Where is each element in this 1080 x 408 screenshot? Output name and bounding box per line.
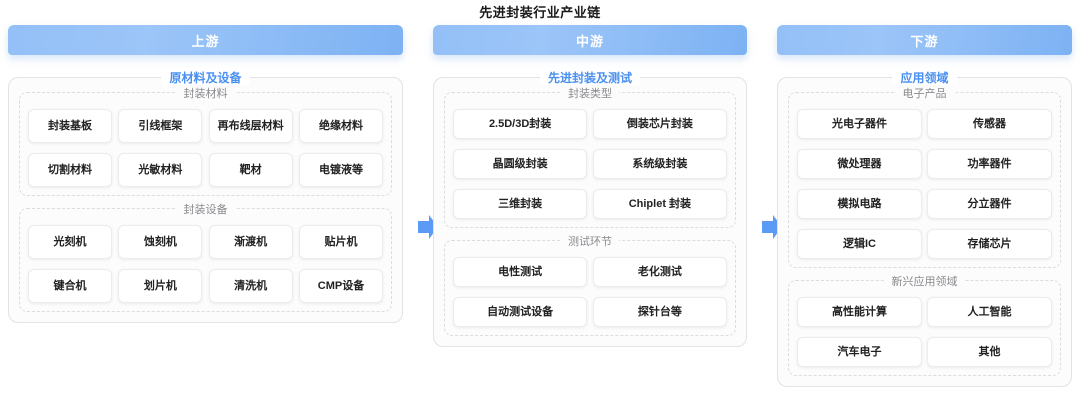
subgroup-emerging-applications: 新兴应用领域高性能计算人工智能汽车电子其他 xyxy=(788,276,1061,376)
card-item[interactable]: 渐渡机 xyxy=(208,225,293,259)
subgroup-title-label: 封装设备 xyxy=(176,204,235,216)
subgroup-title-label: 新兴应用领域 xyxy=(884,276,965,288)
card-item[interactable]: 人工智能 xyxy=(927,297,1052,327)
arrow-midstream-to-downstream xyxy=(755,25,782,405)
page-title: 先进封装行业产业链 xyxy=(479,5,601,20)
card-item[interactable]: 自动测试设备 xyxy=(453,297,588,327)
card-list-testing-stages: 电性测试老化测试自动测试设备探针台等 xyxy=(453,257,727,327)
card-item[interactable]: 靶材 xyxy=(208,153,293,187)
subgroup-packaging-materials: 封装材料封装基板引线框架再布线层材料绝缘材料切割材料光敏材料靶材电镀液等 xyxy=(19,88,392,196)
subgroup-title-label: 封装材料 xyxy=(176,88,235,100)
arrow-upstream-to-midstream xyxy=(411,25,438,405)
card-item[interactable]: 传感器 xyxy=(927,109,1052,139)
card-item[interactable]: 绝缘材料 xyxy=(298,109,383,143)
card-item[interactable]: 光敏材料 xyxy=(118,153,203,187)
column-midstream: 中游先进封装及测试封装类型 2.5D/3D封装倒装芯片封装晶圆级封装系统级封装三维… xyxy=(425,25,755,347)
card-item[interactable]: 切割材料 xyxy=(28,153,112,187)
card-item[interactable]: 电性测试 xyxy=(453,257,588,287)
card-item[interactable]: 划片机 xyxy=(118,269,203,303)
subgroup-title-packaging-types: 封装类型 xyxy=(445,85,735,101)
group-upstream: 原材料及设备封装材料封装基板引线框架再布线层材料绝缘材料切割材料光敏材料靶材电镀… xyxy=(8,71,403,323)
card-item[interactable]: 功率器件 xyxy=(927,149,1052,179)
card-item[interactable]: 蚀刻机 xyxy=(118,225,203,259)
subgroup-title-packaging-equipment: 封装设备 xyxy=(20,201,391,217)
card-item[interactable]: 存储芯片 xyxy=(927,229,1052,259)
card-item[interactable]: 引线框架 xyxy=(118,109,203,143)
card-item[interactable]: 2.5D/3D封装 xyxy=(453,109,588,139)
group-midstream: 先进封装及测试封装类型 2.5D/3D封装倒装芯片封装晶圆级封装系统级封装三维封装… xyxy=(433,71,747,347)
group-title-label: 应用领域 xyxy=(892,71,957,85)
card-item[interactable]: 键合机 xyxy=(28,269,112,303)
stage-header-upstream[interactable]: 上游 xyxy=(8,25,403,55)
stage-header-midstream[interactable]: 中游 xyxy=(433,25,747,55)
subgroup-title-label: 封装类型 xyxy=(561,88,619,100)
card-item[interactable]: 再布线层材料 xyxy=(208,109,293,143)
card-item[interactable]: 封装基板 xyxy=(28,109,112,143)
card-item[interactable]: 其他 xyxy=(927,337,1052,367)
industry-chain-diagram: 上游原材料及设备封装材料封装基板引线框架再布线层材料绝缘材料切割材料光敏材料靶材… xyxy=(0,25,1080,405)
card-item[interactable]: 模拟电路 xyxy=(797,189,922,219)
card-item[interactable]: 电镀液等 xyxy=(298,153,383,187)
subgroup-title-label: 测试环节 xyxy=(561,236,619,248)
group-title-upstream: 原材料及设备 xyxy=(9,69,402,86)
column-upstream: 上游原材料及设备封装材料封装基板引线框架再布线层材料绝缘材料切割材料光敏材料靶材… xyxy=(0,25,411,323)
card-item[interactable]: Chiplet 封装 xyxy=(592,189,727,219)
card-item[interactable]: 光电子器件 xyxy=(797,109,922,139)
card-item[interactable]: 系统级封装 xyxy=(592,149,727,179)
group-title-midstream: 先进封装及测试 xyxy=(434,69,746,86)
card-item[interactable]: 三维封装 xyxy=(453,189,588,219)
stage-header-downstream[interactable]: 下游 xyxy=(777,25,1072,55)
card-item[interactable]: 光刻机 xyxy=(28,225,112,259)
group-title-downstream: 应用领域 xyxy=(778,69,1071,86)
subgroup-testing-stages: 测试环节电性测试老化测试自动测试设备探针台等 xyxy=(444,236,736,336)
subgroup-title-label: 电子产品 xyxy=(895,88,954,100)
card-item[interactable]: 分立器件 xyxy=(927,189,1052,219)
card-item[interactable]: 老化测试 xyxy=(592,257,727,287)
group-title-label: 原材料及设备 xyxy=(161,71,250,85)
card-item[interactable]: 高性能计算 xyxy=(797,297,922,327)
card-list-packaging-materials: 封装基板引线框架再布线层材料绝缘材料切割材料光敏材料靶材电镀液等 xyxy=(28,109,383,187)
subgroup-title-emerging-applications: 新兴应用领域 xyxy=(789,273,1060,289)
card-item[interactable]: 微处理器 xyxy=(797,149,922,179)
card-item[interactable]: 晶圆级封装 xyxy=(453,149,588,179)
card-item[interactable]: CMP设备 xyxy=(298,269,383,303)
group-title-label: 先进封装及测试 xyxy=(539,71,640,85)
subgroup-title-electronic-products: 电子产品 xyxy=(789,85,1060,101)
card-list-emerging-applications: 高性能计算人工智能汽车电子其他 xyxy=(797,297,1052,367)
subgroup-title-testing-stages: 测试环节 xyxy=(445,233,735,249)
card-item[interactable]: 贴片机 xyxy=(298,225,383,259)
subgroup-title-packaging-materials: 封装材料 xyxy=(20,85,391,101)
card-item[interactable]: 清洗机 xyxy=(208,269,293,303)
card-item[interactable]: 逻辑IC xyxy=(797,229,922,259)
card-item[interactable]: 探针台等 xyxy=(592,297,727,327)
card-item[interactable]: 倒装芯片封装 xyxy=(592,109,727,139)
card-item[interactable]: 汽车电子 xyxy=(797,337,922,367)
